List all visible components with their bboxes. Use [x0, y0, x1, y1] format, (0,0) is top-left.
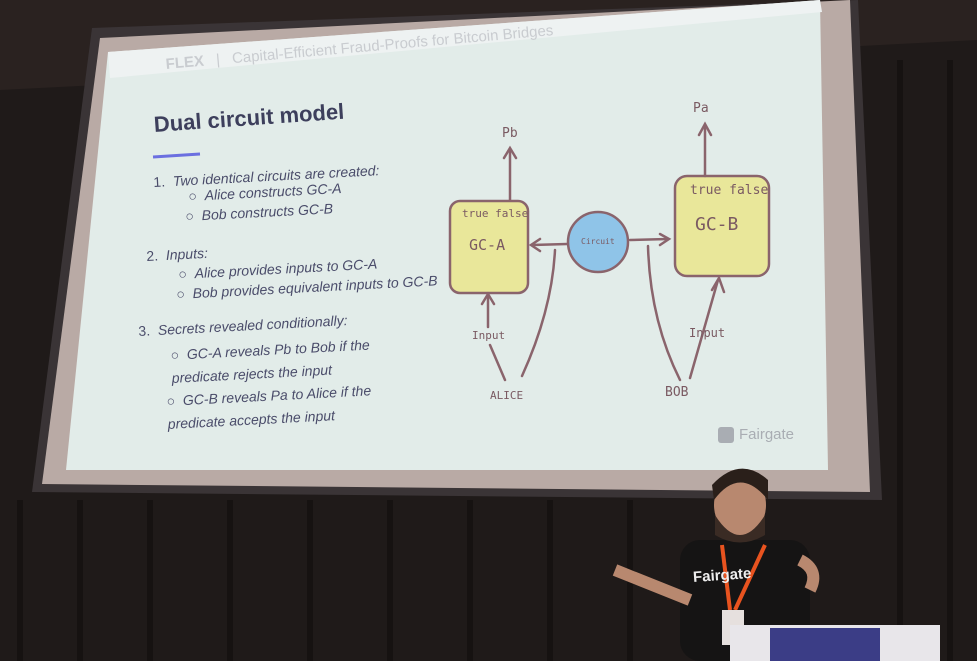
gc-b-label: GC-B — [695, 214, 739, 235]
logo-text: Fairgate — [739, 426, 795, 443]
separator: | — [215, 51, 221, 69]
fairgate-logo: Fairgate — [718, 426, 794, 443]
speaker — [612, 468, 940, 661]
brand-label: FLEX — [165, 52, 205, 73]
alice-label: ALICE — [490, 389, 524, 402]
point-2: 2. Inputs: — [146, 244, 209, 264]
bob-label: BOB — [665, 385, 689, 400]
gc-a-box — [448, 199, 530, 295]
diagram — [448, 121, 771, 382]
slide — [66, 0, 828, 470]
fairgate-logo-icon — [718, 426, 734, 443]
circuit-label: Circuit — [581, 237, 615, 246]
pb-label: Pb — [502, 126, 518, 141]
circuit-node — [566, 210, 630, 274]
gc-a-label: GC-A — [469, 236, 506, 254]
gc-b-true-false: true false — [690, 183, 769, 198]
alice-input-label: Input — [472, 329, 506, 342]
pa-label: Pa — [693, 101, 709, 116]
gc-b-box — [673, 174, 771, 278]
bob-input-label: Input — [689, 326, 726, 340]
gc-a-true-false: true false — [462, 207, 529, 220]
